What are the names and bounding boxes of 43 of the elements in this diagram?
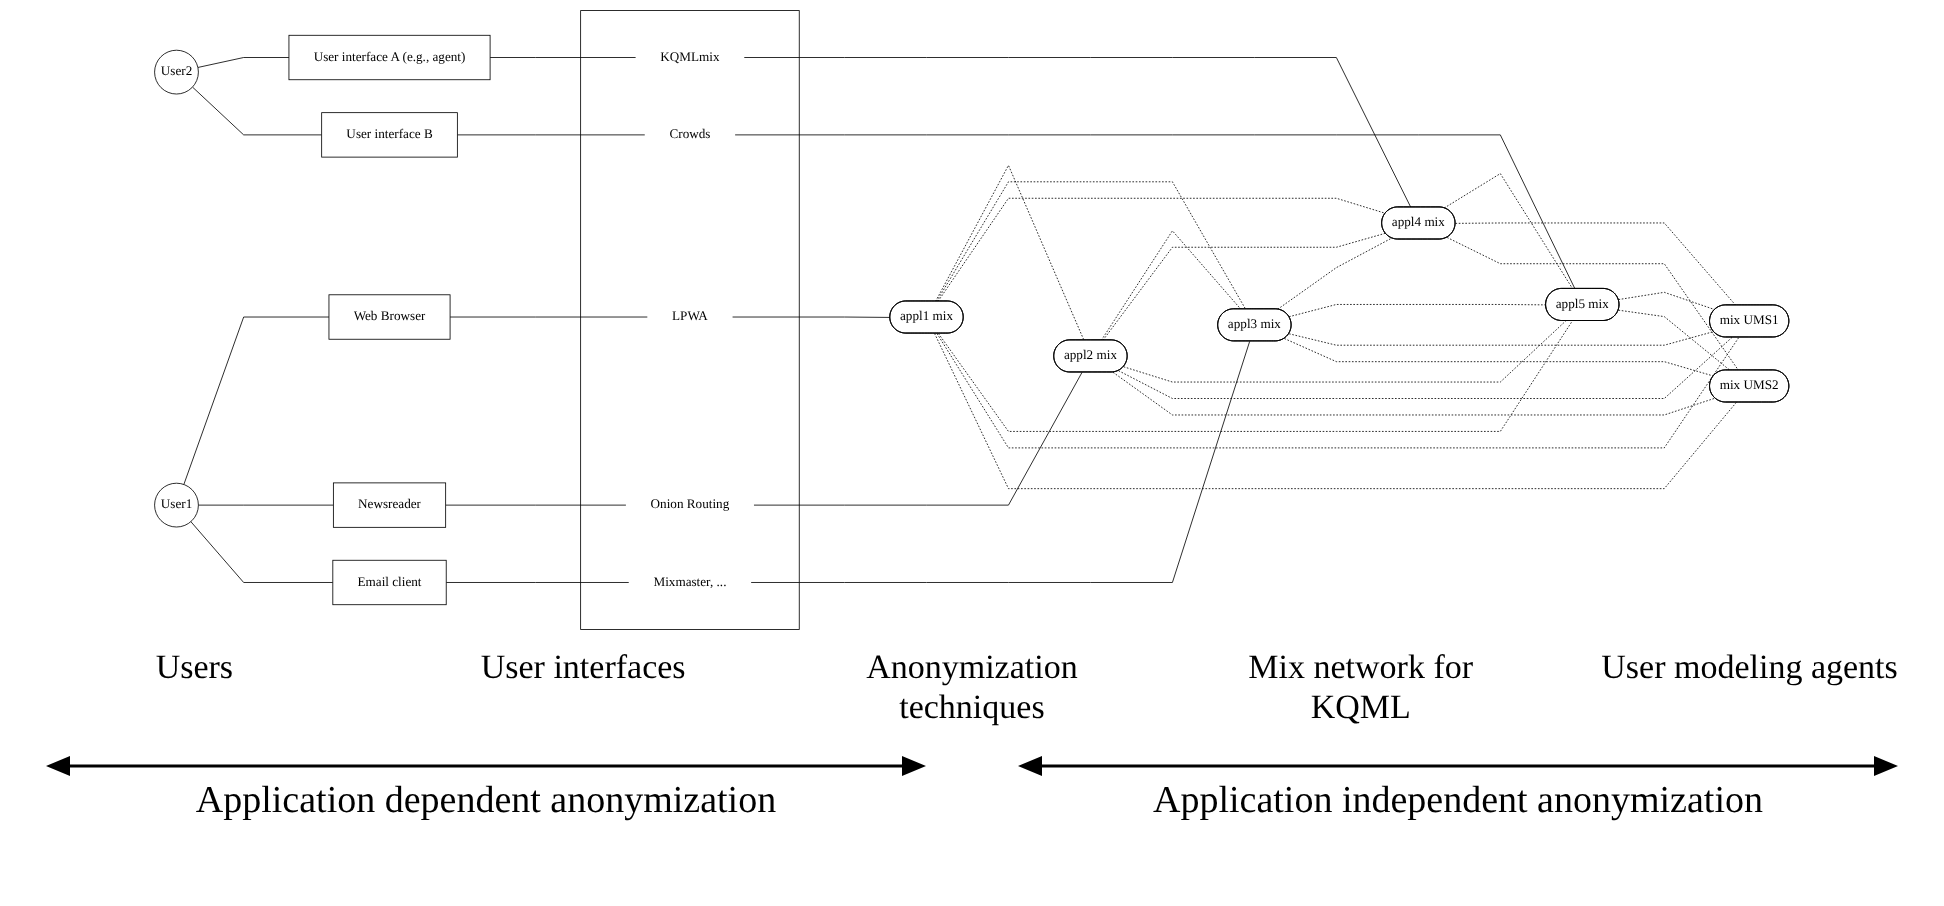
connector [1618,291,1716,311]
connector [1288,304,1547,318]
connector [938,320,1574,432]
connector [936,181,1247,310]
connector [190,521,334,583]
connector [457,134,646,136]
connector [935,164,1085,341]
connector [489,57,637,58]
connector [1123,320,1567,383]
cluster [580,10,800,630]
column-label: User modeling agents [1599,648,1900,690]
connector [1118,336,1733,399]
connector [1284,338,1715,377]
column-label: Mix network for KQML [1246,648,1476,728]
connector [936,333,1740,449]
connector [1446,237,1740,371]
connector [732,316,891,318]
connector [1277,237,1393,310]
connector [1112,371,1716,416]
connector [1288,331,1715,346]
connector [198,504,335,506]
connector [183,316,330,485]
connector [1102,232,1387,341]
range-label: Application independent anonymization [1153,780,1763,824]
column-label: User interfaces [478,648,688,690]
connector [751,340,1251,583]
connector [445,504,627,506]
connector [192,86,323,136]
connector [753,371,1083,506]
connector [744,57,1412,208]
connector [934,333,1737,490]
connector [197,57,290,68]
connector [446,582,630,583]
connector [1618,309,1731,371]
connector [1101,230,1242,341]
connector [735,134,1576,290]
connector [1455,222,1737,306]
column-label: Anonymization techniques [864,648,1080,728]
column-label: Users [153,648,236,690]
connector [449,316,648,318]
connector [937,197,1387,302]
connector [1444,173,1574,290]
range-label: Application dependent anonymization [195,780,777,824]
